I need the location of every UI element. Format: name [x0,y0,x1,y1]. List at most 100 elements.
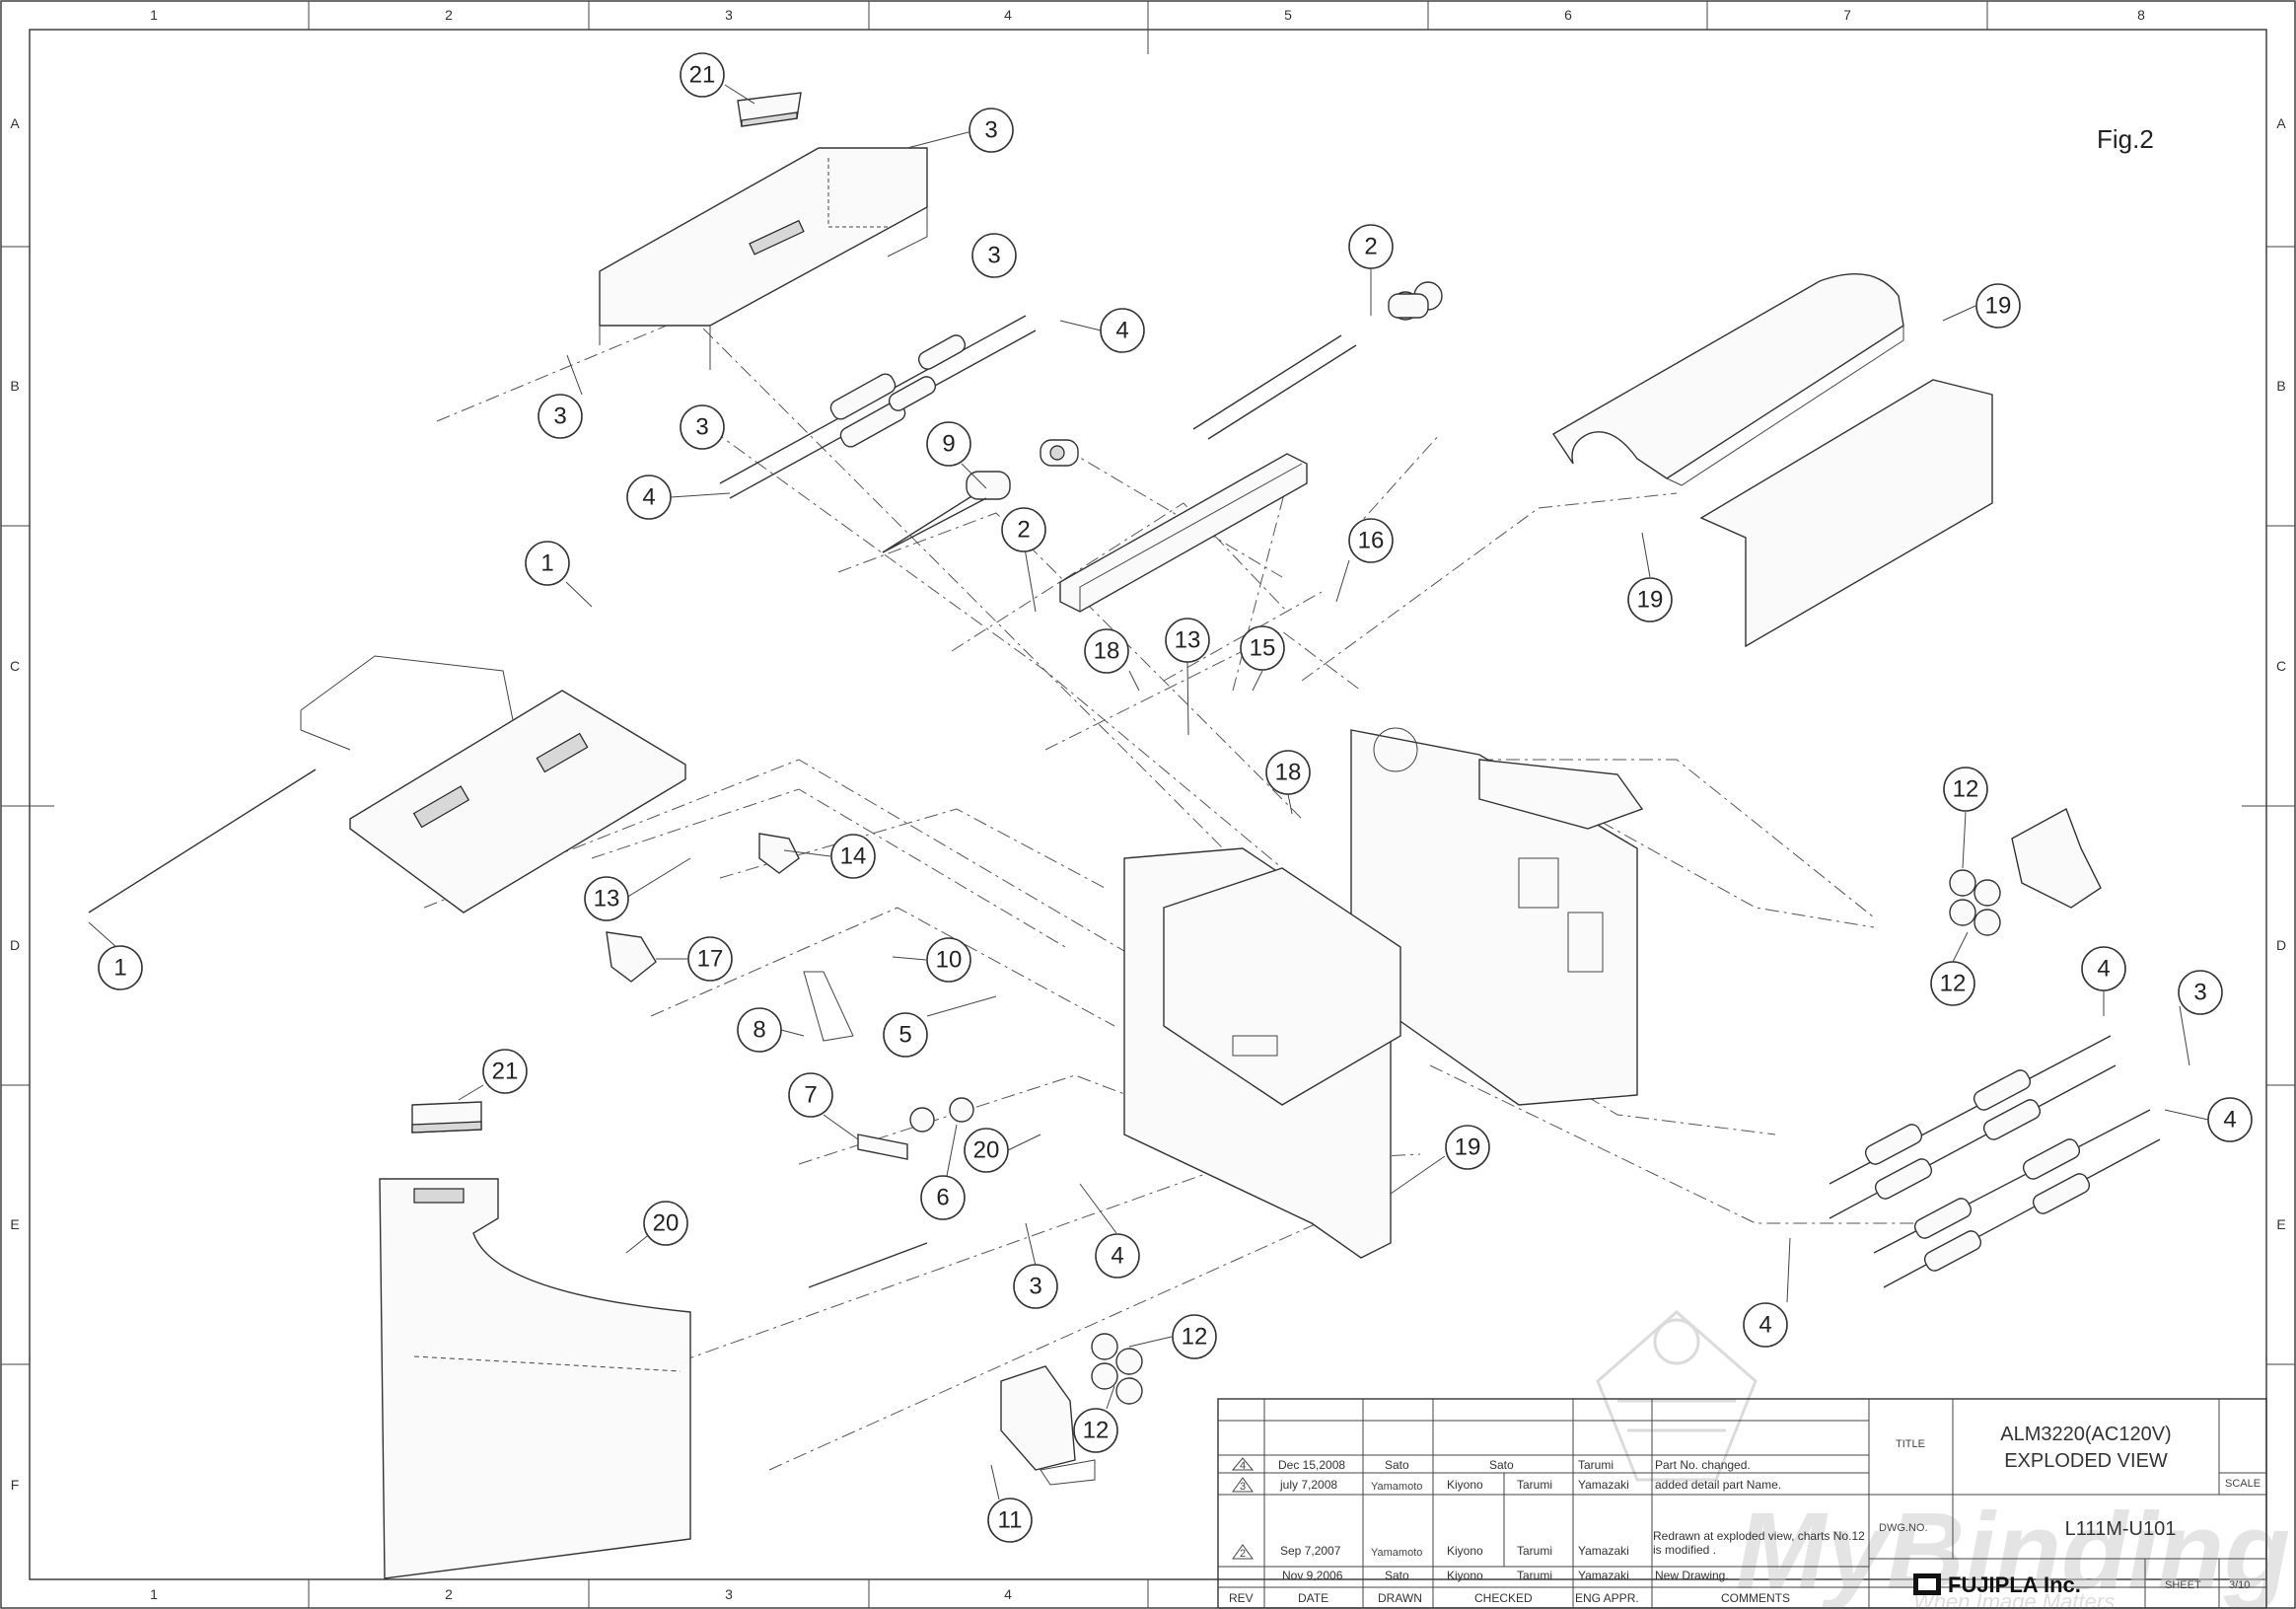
ruler-column-labels-bottom: 1 2 3 4 [150,1586,1012,1602]
callout-12-d: 12 [1073,1385,1118,1453]
callout-3-b: 3 [971,233,1017,278]
svg-text:9: 9 [942,431,955,458]
svg-text:Kiyono: Kiyono [1447,1478,1483,1492]
ruler-col-3-bottom: 3 [725,1586,733,1602]
svg-text:19: 19 [1985,293,2012,320]
ruler-col-2: 2 [445,7,453,23]
shaft-upper-right [1192,281,1443,440]
callout-4-f: 4 [1743,1237,1791,1348]
svg-text:21: 21 [492,1059,519,1085]
ruler-row-b-right: B [2276,378,2285,394]
svg-text:Yamamoto: Yamamoto [1371,1481,1422,1493]
svg-text:july 7,2008: july 7,2008 [1279,1478,1337,1492]
revision-row: 3 july 7,2008 Yamamoto Kiyono Tarumi Yam… [1232,1477,1781,1493]
ruler-row-b: B [10,378,19,394]
revision-row: 2 Sep 7,2007 Yamamoto Kiyono Tarumi Yama… [1232,1529,1865,1560]
main-frame-assembly [1123,727,1638,1259]
callout-21-top: 21 [680,52,755,105]
svg-text:19: 19 [1455,1134,1481,1161]
upper-rear-cover [1552,273,1904,486]
callout-8: 8 [737,1007,805,1053]
roller-pair-2 [882,497,987,553]
callout-20-a: 20 [964,1128,1041,1173]
small-parts-left [606,833,974,1288]
svg-text:7: 7 [804,1082,817,1109]
svg-text:4: 4 [642,484,655,511]
callout-16: 16 [1335,518,1394,603]
callout-4-a: 4 [1059,308,1145,353]
callout-17: 17 [656,936,733,982]
callout-19-a: 19 [1942,283,2021,329]
ruler-col-2-bottom: 2 [445,1586,453,1602]
ruler-col-3: 3 [725,7,733,23]
ruler-row-d: D [10,937,20,953]
gear-bracket-right [1949,807,2102,936]
gear-bracket-lower [1000,1333,1143,1486]
svg-text:2: 2 [1240,1548,1246,1560]
ruler-row-e: E [10,1216,19,1232]
svg-text:Sato: Sato [1489,1458,1514,1472]
svg-text:18: 18 [1275,760,1302,786]
ruler-row-labels-right: A B C D E [2276,115,2286,1232]
svg-text:Yamazaki: Yamazaki [1578,1544,1629,1558]
svg-text:Yamazaki: Yamazaki [1578,1569,1629,1582]
callout-13-a: 13 [1165,618,1210,736]
svg-text:Tarumi: Tarumi [1578,1458,1614,1472]
svg-text:12: 12 [1953,776,1979,803]
tray-top-handle [737,92,802,127]
svg-text:New Drawing.: New Drawing. [1655,1569,1729,1582]
callout-19-b: 19 [1627,532,1673,622]
upper-guide-cover [599,147,928,370]
svg-text:13: 13 [1175,627,1201,654]
svg-text:Dec 15,2008: Dec 15,2008 [1278,1458,1345,1472]
watermark: MyBinding When Image Matters [1596,1310,2290,1609]
callout-2-b: 2 [1001,507,1046,613]
svg-text:4: 4 [1758,1312,1771,1339]
callout-10: 10 [892,937,971,983]
svg-text:12: 12 [1182,1324,1208,1351]
svg-text:Tarumi: Tarumi [1517,1544,1552,1558]
svg-text:3: 3 [987,243,1000,269]
callout-4-e: 4 [2164,1097,2253,1142]
callouts: 21 3 3 4 3 3 4 9 2 2 19 19 1 1 16 13 15 … [88,52,2253,1543]
rear-panel-cover [1699,379,1993,648]
callout-19-c: 19 [1390,1125,1490,1195]
drawing-title-line2: EXPLODED VIEW [2004,1450,2168,1472]
ruler-row-d-right: D [2276,937,2286,953]
callout-9: 9 [926,421,987,489]
svg-text:Kiyono: Kiyono [1447,1544,1483,1558]
svg-text:15: 15 [1250,635,1276,662]
svg-text:5: 5 [898,1022,911,1049]
callout-18-b: 18 [1265,750,1311,815]
ruler-col-5: 5 [1284,7,1292,23]
callout-1-a: 1 [525,541,593,608]
svg-text:Kiyono: Kiyono [1447,1569,1483,1582]
watermark-tagline: When Image Matters [1913,1589,2115,1609]
callout-20-b: 20 [625,1201,688,1254]
sheet-label: SHEET [2165,1579,2201,1591]
header-date: DATE [1298,1591,1328,1605]
svg-text:10: 10 [936,947,963,974]
callout-4-b: 4 [626,475,731,520]
svg-text:12: 12 [1940,971,1967,997]
figure-label: Fig.2 [2097,124,2154,154]
svg-text:3: 3 [2193,980,2206,1006]
feed-rollers-upper [719,315,1037,499]
svg-text:Yamamoto: Yamamoto [1371,1547,1422,1559]
callout-21-bottom: 21 [458,1049,528,1101]
ruler-col-1: 1 [150,7,158,23]
svg-text:14: 14 [840,843,867,870]
svg-text:8: 8 [753,1017,765,1044]
svg-text:4: 4 [1240,1460,1246,1472]
svg-text:19: 19 [1637,587,1664,614]
ruler-row-c-right: C [2276,658,2286,674]
company-name: FUJIPLA Inc. [1948,1572,2081,1597]
callout-15: 15 [1240,625,1285,692]
callout-12-b: 12 [1930,931,1975,1006]
channel-bracket [1059,453,1308,613]
svg-text:3: 3 [984,117,997,144]
svg-text:21: 21 [689,62,716,89]
svg-text:Nov 9,2006: Nov 9,2006 [1282,1569,1343,1582]
ruler-row-a-right: A [2276,115,2286,131]
